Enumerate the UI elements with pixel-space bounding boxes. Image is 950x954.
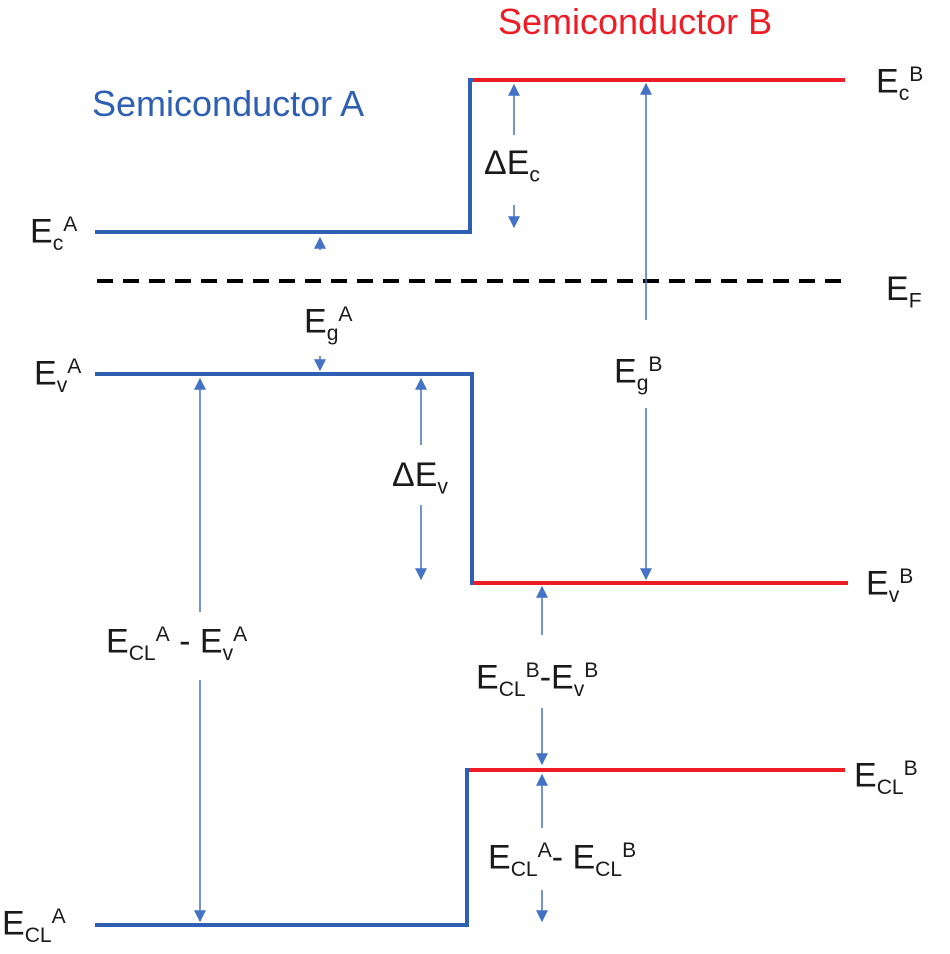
ecl-b-label: ECLB — [854, 756, 918, 799]
eg-b-label: EgB — [614, 352, 663, 395]
semiconductor-a-title: Semiconductor A — [92, 83, 365, 124]
delta-ec-label: ΔEc — [484, 144, 540, 187]
eg-a-label: EgA — [304, 302, 353, 345]
ev-b-label: EvB — [866, 564, 914, 607]
ecl-minus-ev-b-label: ECLB-EvB — [476, 658, 599, 701]
ecl-minus-ev-a-label: ECLA - EvA — [106, 622, 248, 665]
ecl-a-minus-ecl-b-label: ECLA- ECLB — [488, 838, 637, 881]
ev-a-label: EvA — [34, 354, 82, 397]
semiconductor-b-title: Semiconductor B — [498, 1, 773, 42]
core-level-a-line — [95, 768, 472, 927]
delta-ev-label: ΔEv — [392, 456, 448, 499]
ef-label: EF — [886, 270, 922, 313]
ec-a-label: EcA — [30, 212, 78, 255]
ecl-a-label: ECLA — [2, 904, 66, 947]
conduction-band-a-line — [95, 78, 475, 234]
ec-b-label: EcB — [876, 62, 924, 105]
